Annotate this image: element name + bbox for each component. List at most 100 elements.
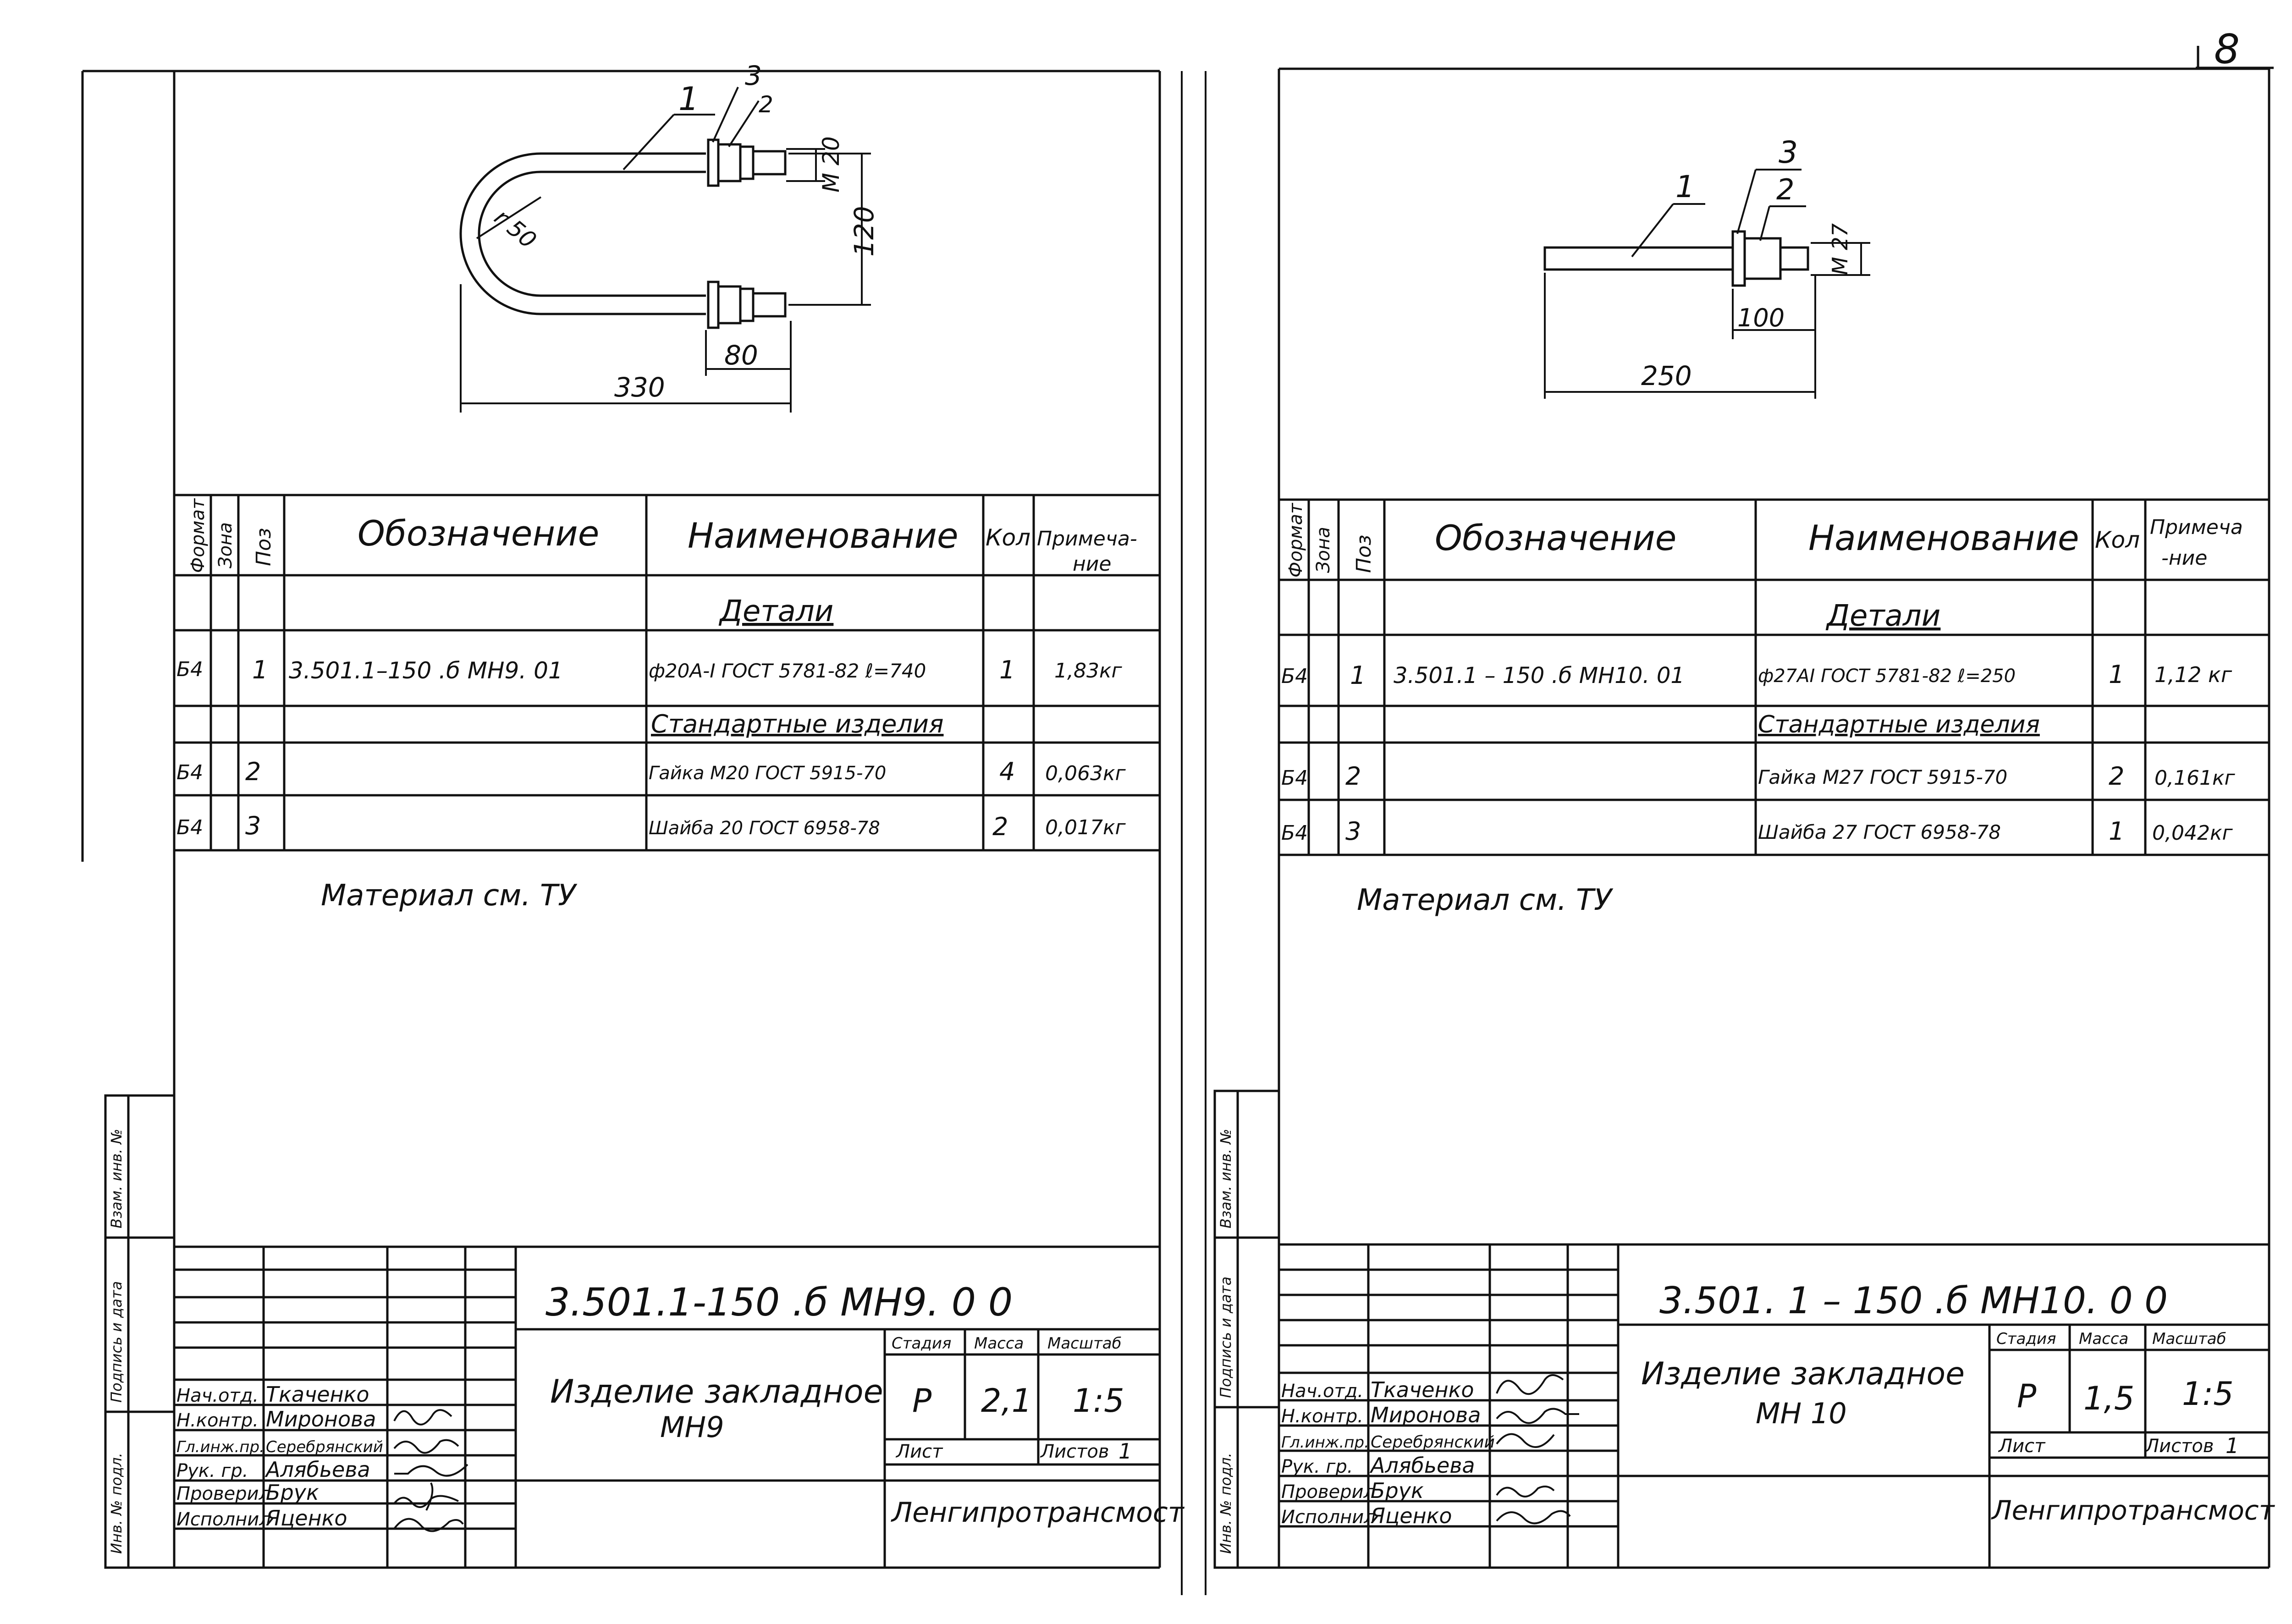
left-stamp-replace-inv: Взам. инв. № <box>108 1129 125 1228</box>
right-hdr-pos: Поз <box>1352 535 1376 573</box>
left-dim-120: 120 <box>848 206 880 257</box>
signatory-name: Алябьева <box>1369 1453 1475 1478</box>
right-mass-value: 1,5 <box>2083 1380 2134 1417</box>
signatory-name: Миронова <box>266 1407 376 1431</box>
table-row-name: ф27АI ГОСТ 5781-82 ℓ=250 <box>1758 666 2016 687</box>
right-hdr-note: Примеча <box>2150 516 2243 539</box>
right-sheet-label: Лист <box>1998 1436 2046 1457</box>
signatory-name: Брук <box>266 1480 319 1505</box>
table-row-designation: 3.501.1–150 .б МН9. 01 <box>289 657 563 684</box>
left-mass-label: Масса <box>974 1334 1024 1353</box>
signatory-name: Ткаченко <box>266 1382 369 1407</box>
signatory-role: Рук. гр. <box>176 1460 248 1481</box>
left-title-block-grid <box>174 1245 1160 1568</box>
left-hdr-note: Примеча- <box>1037 527 1137 551</box>
right-signatories: Нач.отд. Ткаченко Н.контр. Миронова Гл.и… <box>1281 1377 1495 1528</box>
left-part-drawing <box>459 87 871 413</box>
right-dim-100: 100 <box>1737 303 1785 332</box>
signatory-role: Нач.отд. <box>176 1385 259 1406</box>
nut-bot-3 <box>739 287 755 322</box>
right-org-name: Ленгипротрансмост <box>1991 1495 2275 1526</box>
right-stage-value: Р <box>2017 1377 2037 1415</box>
nut-bot-1 <box>707 281 720 329</box>
right-dim-m27: М 27 <box>1828 223 1852 275</box>
table-row-format: Б4 <box>1281 665 1308 688</box>
signatory-name: Брук <box>1371 1478 1424 1503</box>
right-product-mark: МН 10 <box>1756 1397 1847 1430</box>
table-row-name: Детали <box>1825 599 1940 633</box>
signatory-role: Н.контр. <box>176 1410 259 1431</box>
left-sheets-count: 1 <box>1118 1439 1132 1464</box>
left-scale-value: 1:5 <box>1073 1382 1124 1420</box>
left-hdr-format: Формат <box>187 498 209 573</box>
u-bolt-outer <box>459 152 706 315</box>
left-org-name: Ленгипротрансмост <box>891 1497 1185 1529</box>
table-row-note: 1,83кг <box>1054 659 1123 683</box>
left-sheet-label: Лист <box>895 1441 943 1462</box>
thread-bot <box>752 292 787 318</box>
right-hdr-note-2: -ние <box>2161 546 2207 570</box>
thread-top <box>752 150 787 176</box>
left-hdr-zone: Зона <box>215 522 236 568</box>
right-stamp-inv-no: Инв. № подл. <box>1217 1453 1234 1554</box>
table-row-name: Шайба 27 ГОСТ 6958-78 <box>1758 821 2001 843</box>
left-stamp-inv-no: Инв. № подл. <box>108 1453 125 1554</box>
right-stage-label: Стадия <box>1996 1330 2056 1348</box>
table-row-note: 0,161кг <box>2154 766 2236 790</box>
table-row-note: 0,063кг <box>1045 762 1126 785</box>
right-dim-250: 250 <box>1641 360 1692 391</box>
nut-top-2 <box>717 143 742 182</box>
signatory-name: Ткаченко <box>1371 1377 1474 1402</box>
left-dim-330: 330 <box>614 372 665 403</box>
right-side-stamp <box>1213 1090 1280 1569</box>
table-row-name: Стандартные изделия <box>1758 711 2040 738</box>
right-hdr-qty: Кол <box>2095 527 2140 553</box>
right-part-drawing <box>1543 169 1870 399</box>
table-row-format: Б4 <box>176 816 203 839</box>
signatory-role: Исполнил <box>176 1509 271 1530</box>
right-material-note: Материал см. ТУ <box>1357 883 1614 917</box>
right-mass-label: Масса <box>2079 1330 2128 1348</box>
table-row-qty: 4 <box>999 757 1015 786</box>
right-spec-rows: Детали Б4 1 3.501.1 – 150 .б МН10. 01 ф2… <box>1281 599 2236 846</box>
left-hdr-note-2: ние <box>1073 552 1111 576</box>
left-sheets-label: Листов <box>1040 1441 1109 1462</box>
left-dim-80: 80 <box>724 340 758 371</box>
table-row-qty: 1 <box>2109 817 2124 846</box>
callout-2-leader <box>728 100 760 148</box>
left-sheet: 1 3 2 r 50 M 20 120 80 330 Формат Зона П… <box>81 60 1185 1569</box>
left-doc-code: 3.501.1-150 .б МН9. 0 0 <box>545 1280 1013 1325</box>
signatory-name: Серебрянский <box>266 1438 383 1456</box>
table-row-pos: 2 <box>245 757 261 786</box>
left-hdr-name: Наименование <box>688 515 959 556</box>
table-row-name: Шайба 20 ГОСТ 6958-78 <box>649 818 880 839</box>
callout-3-leader <box>1736 169 1757 234</box>
page-number: 8 <box>2214 26 2240 73</box>
signatory-name: Миронова <box>1371 1403 1481 1427</box>
left-scale-label: Масштаб <box>1047 1334 1122 1353</box>
left-product-mark: МН9 <box>660 1410 724 1444</box>
left-callout-3: 3 <box>745 60 762 91</box>
nut <box>1743 237 1782 280</box>
left-stage-value: Р <box>912 1382 932 1420</box>
u-bolt-inner <box>478 171 706 297</box>
right-callout-3: 3 <box>1779 135 1798 170</box>
right-callout-1: 1 <box>1675 169 1695 204</box>
left-side-stamp <box>104 1094 176 1569</box>
right-hdr-name: Наименование <box>1808 517 2079 558</box>
right-title-block-grid <box>1279 1243 2269 1568</box>
signatory-role: Рук. гр. <box>1281 1456 1353 1477</box>
table-row-qty: 1 <box>2109 660 2124 689</box>
left-stamp-sign-date: Подпись и дата <box>108 1281 125 1403</box>
left-mass-value: 2,1 <box>981 1382 1032 1420</box>
table-row-name: Гайка М20 ГОСТ 5915-70 <box>649 763 886 784</box>
right-scale-value: 1:5 <box>2182 1375 2234 1413</box>
table-row-pos: 1 <box>1350 661 1366 690</box>
right-hdr-designation: Обозначение <box>1435 517 1676 558</box>
callout-3-leader <box>712 87 739 143</box>
right-hdr-format: Формат <box>1285 502 1306 578</box>
table-row-pos: 1 <box>252 655 268 684</box>
table-row-name: Детали <box>718 595 833 628</box>
right-stamp-sign-date: Подпись и дата <box>1217 1277 1234 1398</box>
